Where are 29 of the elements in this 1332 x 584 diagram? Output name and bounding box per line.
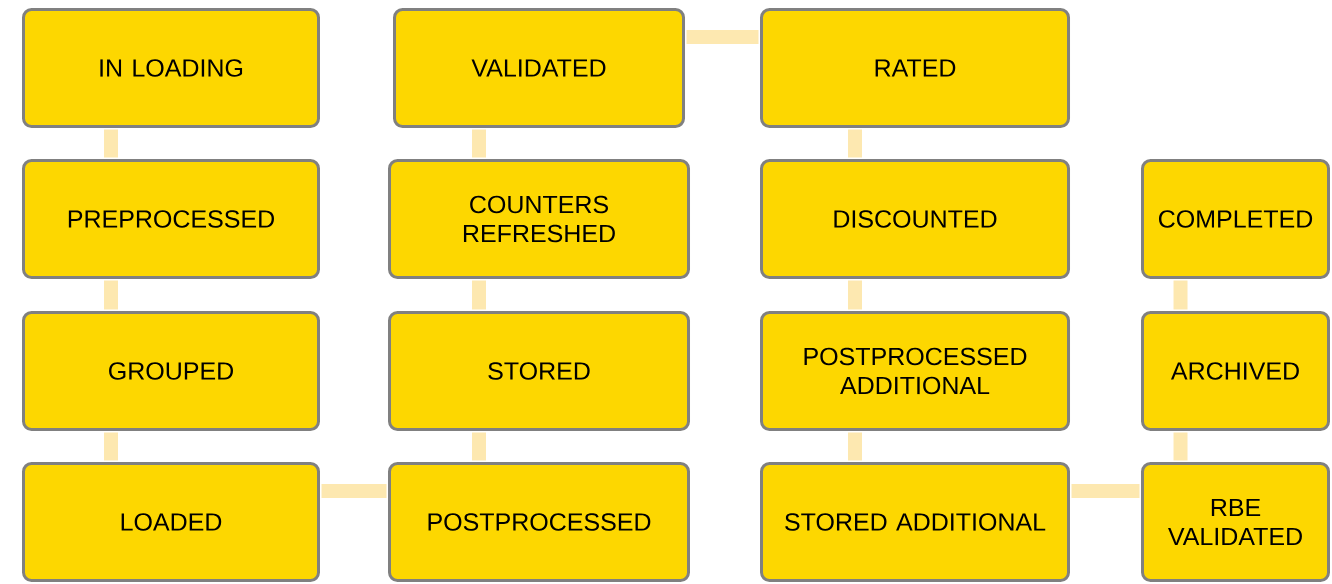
state-box: LOADED	[22, 462, 320, 582]
connector-line	[686, 30, 759, 44]
state-box: STORED ADDITIONAL	[760, 462, 1070, 582]
state-box: POSTPROCESSED	[388, 462, 690, 582]
connector-line	[848, 432, 862, 461]
connector-line	[104, 129, 118, 158]
connector-line	[472, 432, 486, 461]
state-box: POSTPROCESSED ADDITIONAL	[760, 311, 1070, 431]
connector-line	[321, 484, 387, 498]
state-box: STORED	[388, 311, 690, 431]
state-box: RATED	[760, 8, 1070, 128]
connector-line	[472, 280, 486, 310]
connector-line	[472, 129, 486, 158]
state-box: IN LOADING	[22, 8, 320, 128]
state-box: ARCHIVED	[1141, 311, 1330, 431]
connector-line	[848, 280, 862, 310]
connector-line	[848, 129, 862, 158]
connector-line	[104, 280, 118, 310]
state-box: COUNTERS REFRESHED	[388, 159, 690, 279]
connector-line	[1173, 280, 1188, 310]
connector-line	[1173, 432, 1188, 461]
state-box: COMPLETED	[1141, 159, 1330, 279]
state-box: VALIDATED	[393, 8, 685, 128]
connector-line	[1071, 484, 1140, 498]
state-box: DISCOUNTED	[760, 159, 1070, 279]
connector-line	[104, 432, 118, 461]
state-box: PREPROCESSED	[22, 159, 320, 279]
state-box: GROUPED	[22, 311, 320, 431]
state-box: RBE VALIDATED	[1141, 462, 1330, 582]
